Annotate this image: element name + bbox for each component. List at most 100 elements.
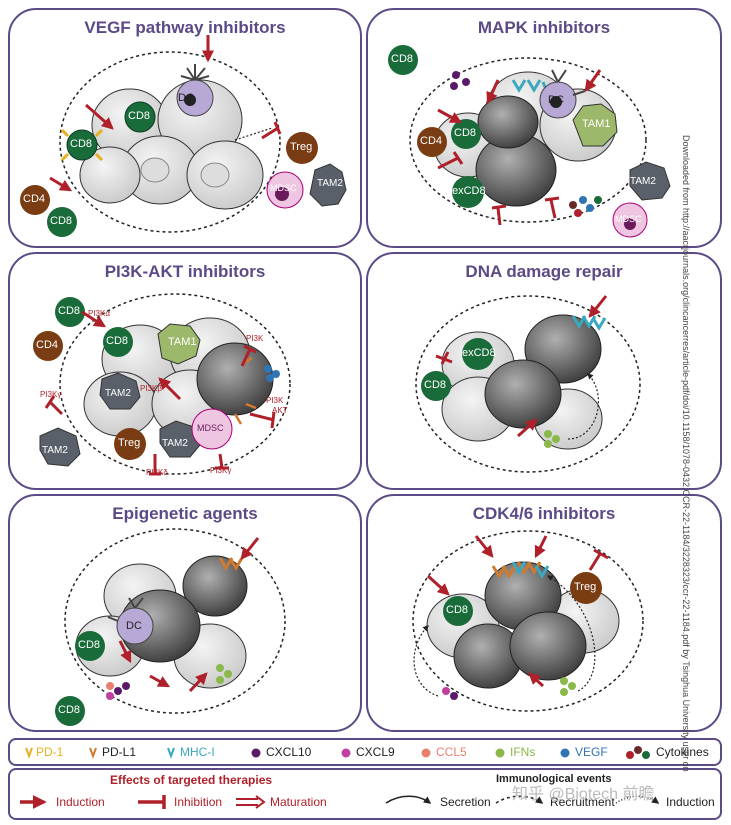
mdsc-cell [191, 408, 233, 450]
dark-tumor-cell [509, 611, 587, 681]
dark-tumor-cell [196, 342, 274, 416]
label-tam1: TAM1 [168, 336, 197, 348]
mapk-diagram [388, 45, 671, 238]
label-tam2: TAM2 [162, 438, 188, 449]
label-cd8: CD8 [58, 704, 81, 716]
pi3k-diagram [33, 293, 291, 476]
treg-cell [286, 132, 318, 164]
events-heading: Immunological events [496, 773, 612, 785]
legend-mhc1: MHC-I [180, 745, 215, 759]
label-dc: DC [548, 94, 564, 106]
cd4-cell [33, 331, 63, 361]
legend-ifns: IFNs [510, 745, 536, 759]
legend-cytokines: Cytokines [656, 745, 709, 759]
cd8-cell [55, 297, 85, 327]
effects-heading: Effects of targeted therapies [110, 773, 273, 787]
panel-mapk: MAPK inhibitors CD8 DC TAM1 CD4 CD8 exCD… [366, 8, 722, 248]
label-excd8: exCD8 [452, 185, 486, 197]
cd8-cell [451, 119, 481, 149]
label-cd8: CD8 [70, 138, 93, 150]
label-cd8: CD8 [128, 110, 151, 122]
label-cd8: CD8 [78, 639, 101, 651]
legend-event-induction: Induction [666, 795, 715, 809]
cdk-diagram [412, 530, 644, 712]
arrow-glyphs [20, 795, 660, 809]
cd8-cell [66, 129, 98, 161]
tam2-cell [629, 161, 671, 201]
label-tam2: TAM2 [630, 176, 656, 187]
label-pi3kg: PI3Kγ [210, 466, 232, 475]
cd8-cell [124, 101, 156, 133]
label-pi3kg: PI3Kγ [40, 390, 62, 399]
vegf-diagram [20, 35, 347, 237]
legend-glyphs [25, 746, 650, 759]
treg-cell [114, 428, 146, 460]
excd8-cell [462, 338, 494, 370]
legend-pdl1: PD-L1 [102, 745, 137, 759]
label-mdsc: MDSC [270, 183, 297, 193]
label-dc: DC [126, 620, 142, 632]
label-tam1: TAM1 [582, 118, 611, 130]
legend-maturation: Maturation [270, 795, 327, 809]
label-akt: AKT [272, 406, 288, 415]
dark-tumor-cell [477, 95, 539, 149]
label-pi3k: PI3K [246, 334, 264, 343]
label-mdsc: MDSC [615, 214, 642, 224]
dark-tumor-cell [484, 359, 562, 429]
label-cd8: CD8 [424, 379, 447, 391]
legend-cxcl10: CXCL10 [266, 745, 312, 759]
tam2-cell [309, 163, 347, 207]
label-pi3kb: PI3Kβ [140, 384, 162, 393]
label-dc: DC [178, 92, 194, 104]
watermark: 知乎 @Biotech 前瞻 [512, 786, 655, 803]
legend-cxcl9: CXCL9 [356, 745, 395, 759]
tam1-cell [157, 323, 201, 365]
panel-title: CDK4/6 inhibitors [472, 504, 616, 523]
panel-vegf: VEGF pathway inhibitors DC CD8 CD8 CD4 C… [8, 8, 362, 248]
label-cd8: CD8 [446, 604, 469, 616]
legend-induction: Induction [56, 795, 105, 809]
label-cd8: CD8 [391, 53, 414, 65]
cd4-cell [417, 127, 447, 157]
cd8-cell [103, 327, 133, 357]
panel-title: VEGF pathway inhibitors [84, 18, 286, 37]
label-excd8: exCD8 [462, 347, 496, 359]
panel-dna-repair: DNA damage repair exCD8 CD8 [366, 252, 722, 490]
tam2-cell [39, 427, 81, 467]
panel-pi3k-akt: PI3K-AKT inhibitors CD8 CD4 CD8 TAM1 TAM… [8, 252, 362, 490]
label-pi3kd: PI3Kδ [146, 468, 168, 477]
arrow-legend: Effects of targeted therapies Immunologi… [8, 768, 722, 820]
treg-cell [570, 572, 602, 604]
panel-title: Epigenetic agents [112, 504, 258, 523]
label-cd4: CD4 [23, 193, 46, 205]
dark-tumor-cell [182, 555, 248, 617]
label-cd8: CD8 [50, 215, 73, 227]
panel-title: MAPK inhibitors [477, 18, 611, 37]
panel-epigenetic: Epigenetic agents DC CD8 CD8 [8, 494, 362, 732]
label-tam2: TAM2 [317, 178, 343, 189]
legend-vegf: VEGF [575, 745, 608, 759]
label-tam2: TAM2 [42, 445, 68, 456]
tam1-cell [572, 103, 618, 147]
label-cd8: CD8 [58, 305, 81, 317]
label-treg: Treg [118, 437, 141, 449]
tam2-cell [159, 420, 201, 458]
legend-recruitment: Recruitment [550, 795, 615, 809]
tumor-cell [79, 146, 141, 204]
label-treg: Treg [290, 141, 313, 153]
legend-ccl5: CCL5 [436, 745, 467, 759]
panel-title: PI3K-AKT inhibitors [104, 262, 266, 281]
marker-legend: PD-1 PD-L1 MHC-I CXCL10 CXCL9 CCL5 IFNs … [8, 738, 722, 766]
tam2-cell [99, 372, 141, 410]
cd8-cell [443, 596, 473, 626]
cd4-cell [20, 185, 50, 215]
dna-diagram [415, 295, 641, 473]
label-mdsc: MDSC [197, 423, 224, 433]
cd8-cell [75, 631, 105, 661]
label-cd8: CD8 [454, 127, 477, 139]
label-cd4: CD4 [36, 339, 59, 351]
cd8-cell [47, 207, 77, 237]
label-treg: Treg [574, 581, 597, 593]
panel-title: DNA damage repair [465, 262, 623, 281]
excd8-cell [452, 176, 484, 208]
